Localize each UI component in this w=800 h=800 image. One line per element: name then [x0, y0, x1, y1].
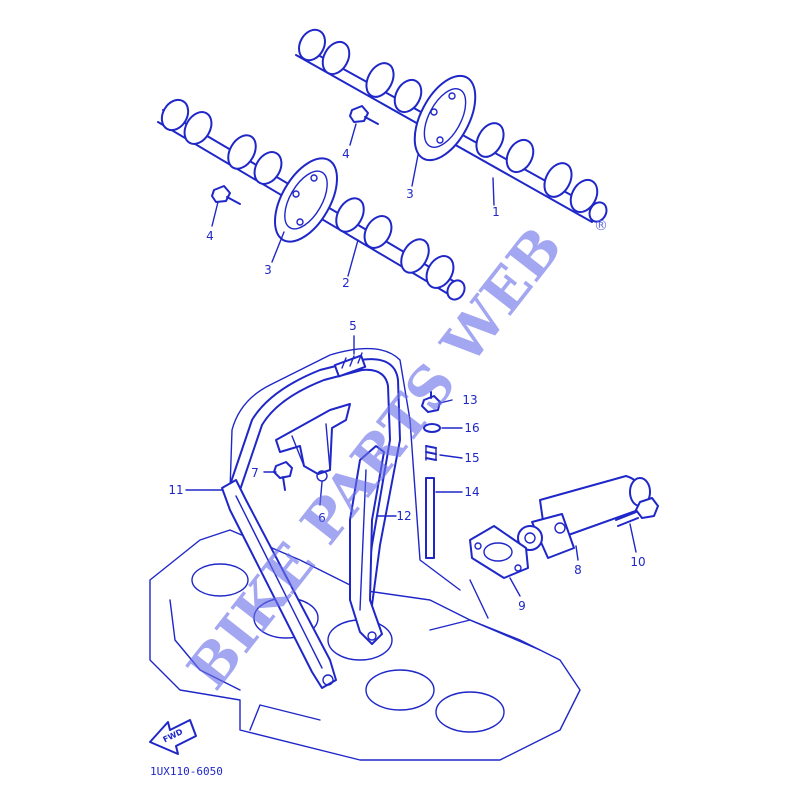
cylinder-head-outline [149, 347, 581, 761]
label-3-upper: 3 [406, 187, 414, 201]
label-6: 6 [318, 511, 326, 525]
chain-guide-stopper [275, 403, 351, 482]
label-10: 10 [630, 555, 645, 569]
tensioner-rod [425, 477, 435, 559]
label-8: 8 [574, 563, 582, 577]
bolt-lower [211, 185, 241, 205]
label-13: 13 [462, 393, 477, 407]
registered-mark: ® [594, 218, 608, 234]
gasket-washer [423, 423, 441, 433]
label-4-upper: 4 [342, 147, 350, 161]
label-7: 7 [251, 466, 259, 480]
tensioner-gasket [469, 525, 529, 579]
label-15: 15 [464, 451, 479, 465]
part-number-labels: 1 2 3 3 4 4 5 6 7 8 9 10 11 12 13 14 15 … [168, 147, 645, 613]
cam-sprocket-lower [274, 157, 338, 243]
label-12: 12 [396, 509, 411, 523]
label-4-lower: 4 [206, 229, 214, 243]
label-16: 16 [464, 421, 479, 435]
camshaft-upper [295, 28, 608, 223]
tensioner-spring [425, 445, 437, 461]
bolt-10 [615, 497, 659, 527]
label-11: 11 [168, 483, 183, 497]
chain-guide-exhaust [221, 479, 337, 689]
bolt-upper [349, 105, 379, 125]
label-3-lower: 3 [264, 263, 272, 277]
label-5: 5 [349, 319, 357, 333]
forward-direction-arrow: FWD [149, 719, 197, 755]
chain-guide-intake [349, 445, 385, 645]
label-2: 2 [342, 276, 350, 290]
label-1: 1 [492, 205, 500, 219]
cam-chain [229, 352, 401, 621]
label-9: 9 [518, 599, 526, 613]
camshaft-lower [157, 98, 466, 301]
cam-chain-tensioner [517, 475, 651, 559]
label-14: 14 [464, 485, 479, 499]
leader-lines [185, 123, 637, 619]
cam-sprocket-upper [413, 74, 477, 162]
drawing-code: 1UX110-6050 [150, 765, 223, 778]
bolt-7 [273, 461, 293, 491]
tensioner-cap-bolt [421, 391, 441, 413]
